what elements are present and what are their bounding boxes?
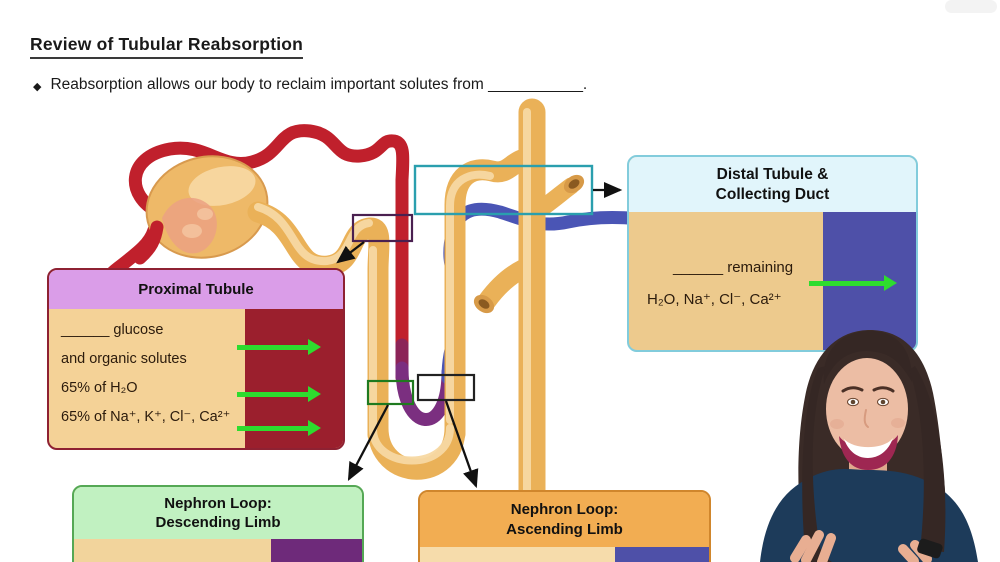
callout-rect-descending[interactable] bbox=[366, 379, 415, 406]
proximal-title: Proximal Tubule bbox=[138, 280, 254, 298]
proximal-tubule-box: Proximal Tubule ______ glucose and organ… bbox=[47, 268, 345, 450]
reabsorption-arrow-icon bbox=[809, 275, 897, 291]
presenter-smile bbox=[839, 435, 898, 470]
reabsorption-arrow-icon bbox=[237, 339, 321, 355]
reabsorption-arrow-icon bbox=[237, 420, 321, 436]
tubule-opening bbox=[473, 174, 585, 314]
presenter-blush bbox=[891, 418, 905, 428]
ascending-blood-panel bbox=[615, 547, 709, 562]
arrow-to-proximal bbox=[336, 241, 365, 264]
page-title: Review of Tubular Reabsorption bbox=[30, 34, 304, 59]
descending-blood-panel bbox=[271, 539, 362, 562]
presenter-blush bbox=[830, 419, 844, 429]
presenter-brows bbox=[841, 386, 895, 393]
proximal-line-4: 65% of Na⁺, K⁺, Cl⁻, Ca²⁺ bbox=[61, 409, 231, 425]
ascending-title-line2: Ascending Limb bbox=[506, 520, 623, 538]
distal-line-2: H₂O, Na⁺, Cl⁻, Ca²⁺ bbox=[647, 291, 782, 308]
presenter-nose bbox=[863, 409, 869, 428]
presenter-hair-fringe bbox=[823, 330, 913, 384]
presenter-clicker bbox=[917, 538, 943, 559]
video-player-tab[interactable] bbox=[945, 0, 997, 13]
glomerulus bbox=[133, 155, 269, 265]
arrow-to-ascending bbox=[444, 400, 479, 489]
callout-arrows bbox=[336, 181, 623, 489]
nephron-loop-descending-box: Nephron Loop: Descending Limb bbox=[72, 485, 364, 562]
distal-line-1: ______ remaining bbox=[673, 259, 794, 276]
distal-tubule-box: Distal Tubule & Collecting Duct ______ r… bbox=[627, 155, 918, 352]
presenter-eyes bbox=[847, 397, 889, 407]
nephron-loop-ascending-box: Nephron Loop: Ascending Limb bbox=[418, 490, 711, 562]
distal-title-line1: Distal Tubule & bbox=[716, 165, 829, 183]
presenter-hair-strand bbox=[802, 366, 832, 562]
proximal-line-1: ______ glucose bbox=[61, 322, 164, 338]
descending-title-line1: Nephron Loop: bbox=[164, 494, 272, 512]
bullet-line: ◆ Reabsorption allows our body to reclai… bbox=[33, 76, 587, 94]
callout-rect-proximal[interactable] bbox=[351, 213, 414, 243]
ascending-title-line1: Nephron Loop: bbox=[510, 501, 619, 519]
callout-rect-distal[interactable] bbox=[413, 164, 594, 216]
bullet-text: Reabsorption allows our body to reclaim … bbox=[50, 76, 588, 93]
presenter-face bbox=[826, 358, 908, 460]
proximal-line-2: and organic solutes bbox=[61, 351, 187, 367]
proximal-blood-panel bbox=[245, 309, 343, 448]
bullet-diamond-icon: ◆ bbox=[33, 80, 42, 93]
proximal-line-3: 65% of H₂O bbox=[61, 380, 138, 396]
distal-title-line2: Collecting Duct bbox=[715, 185, 830, 203]
callout-rect-ascending[interactable] bbox=[416, 373, 476, 402]
presenter-hair-strand bbox=[909, 366, 946, 552]
ascending-body bbox=[420, 547, 615, 562]
presenter-webcam bbox=[760, 329, 978, 562]
reabsorption-arrow-icon bbox=[237, 386, 321, 402]
arrow-to-descending bbox=[347, 404, 390, 482]
descending-body bbox=[74, 539, 271, 562]
descending-title-line2: Descending Limb bbox=[155, 514, 281, 531]
